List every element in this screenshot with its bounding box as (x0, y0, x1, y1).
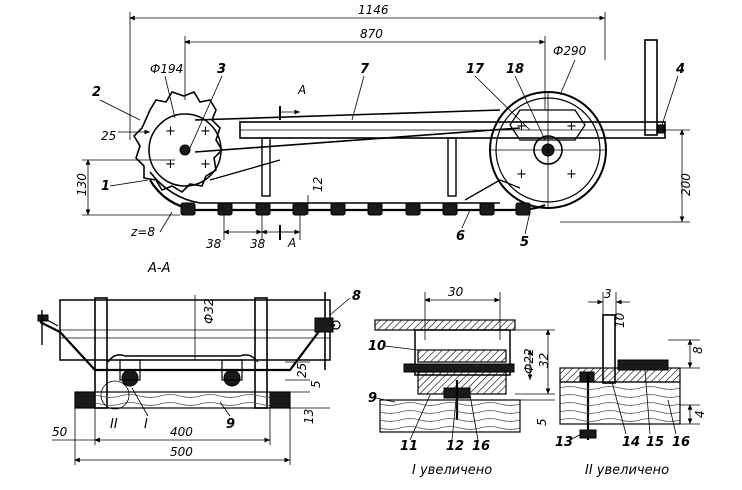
dim-overall-length: 1146 (358, 3, 389, 17)
dim-section-5: 5 (309, 380, 323, 388)
detail1-width-30: 30 (448, 285, 464, 299)
svg-text:+: + (200, 124, 211, 139)
rear-sprocket: + + + + (489, 91, 607, 209)
detail1-caption: I увеличено (412, 463, 492, 478)
callout-9: 9 (226, 417, 235, 432)
callout-18: 18 (506, 62, 524, 77)
dim-rear-wheel-dia: Ф290 (553, 44, 587, 58)
track-lugs (180, 202, 531, 216)
svg-text:+: + (165, 124, 176, 139)
detail-ref-1: I (144, 417, 148, 432)
svg-text:+: + (566, 167, 577, 182)
svg-text:+: + (516, 119, 527, 134)
detail-2: 3 10 8 4 13 14 15 16 II увеличено (555, 287, 707, 478)
detail2-caption: II увеличено (585, 463, 669, 478)
detail1-callout-9: 9 (368, 391, 377, 406)
dim-height-130: 130 (75, 173, 89, 196)
detail2-callout-14: 14 (622, 435, 640, 450)
side-view: 1146 870 + + + + Ф194 25 A (75, 3, 693, 251)
svg-text:+: + (200, 157, 211, 172)
callout-4: 4 (675, 62, 685, 77)
callout-6: 6 (456, 229, 465, 244)
detail1-dim-5: 5 (535, 418, 549, 426)
detail-ref-2: II (110, 417, 118, 432)
detail1-callout-11: 11 (400, 439, 418, 454)
section-a-a: A-A Ф32 (37, 261, 361, 465)
section-mark-bottom: A (287, 236, 296, 250)
front-sprocket: + + + + (132, 91, 224, 194)
detail1-callout-16: 16 (472, 439, 490, 454)
dim-height-200: 200 (679, 173, 693, 196)
svg-text:+: + (516, 167, 527, 182)
dim-pitch-a: 38 (206, 237, 222, 251)
detail-1: 30 Ф22 32 5 9 10 11 12 16 I увеличено (368, 285, 555, 478)
dim-edge-50: 50 (52, 425, 68, 439)
top-callouts: 1 2 3 4 5 6 7 17 18 (92, 62, 685, 250)
detail1-dia-22: Ф22 (522, 348, 536, 374)
dim-width-400: 400 (170, 425, 193, 439)
detail2-callout-13: 13 (555, 435, 573, 450)
dim-front-wheel-dia: Ф194 (150, 62, 183, 76)
section-mark-top: A (297, 83, 306, 97)
detail2-dim-8: 8 (691, 346, 705, 354)
detail2-callout-16: 16 (672, 435, 690, 450)
dim-pitch-b: 38 (250, 237, 266, 251)
dim-teeth: z=8 (130, 225, 155, 239)
detail2-dim-3: 3 (604, 287, 612, 301)
svg-text:+: + (165, 157, 176, 172)
dim-wheelbase: 870 (360, 27, 383, 41)
dim-offset-25: 25 (101, 129, 116, 143)
callout-7: 7 (360, 62, 370, 77)
callout-3: 3 (217, 62, 226, 77)
dim-section-25: 25 (295, 363, 309, 378)
section-title: A-A (147, 261, 170, 276)
dim-section-13: 13 (302, 409, 316, 424)
crank-handle (314, 292, 341, 370)
detail2-dim-10: 10 (613, 312, 627, 328)
detail2-callout-15: 15 (646, 435, 664, 450)
detail1-callout-10: 10 (368, 339, 386, 354)
dim-axle-dia: Ф32 (202, 298, 216, 324)
detail1-dim-32: 32 (537, 353, 551, 368)
callout-5: 5 (520, 235, 529, 250)
dim-width-500: 500 (170, 445, 193, 459)
detail1-callout-12: 12 (446, 439, 464, 454)
left-bolt (37, 310, 49, 345)
callout-2: 2 (92, 85, 101, 100)
detail2-dim-4: 4 (693, 410, 707, 418)
dim-track-12: 12 (311, 177, 325, 192)
callout-1: 1 (101, 179, 110, 194)
callout-17: 17 (466, 62, 485, 77)
svg-text:+: + (566, 119, 577, 134)
callout-8: 8 (352, 289, 361, 304)
